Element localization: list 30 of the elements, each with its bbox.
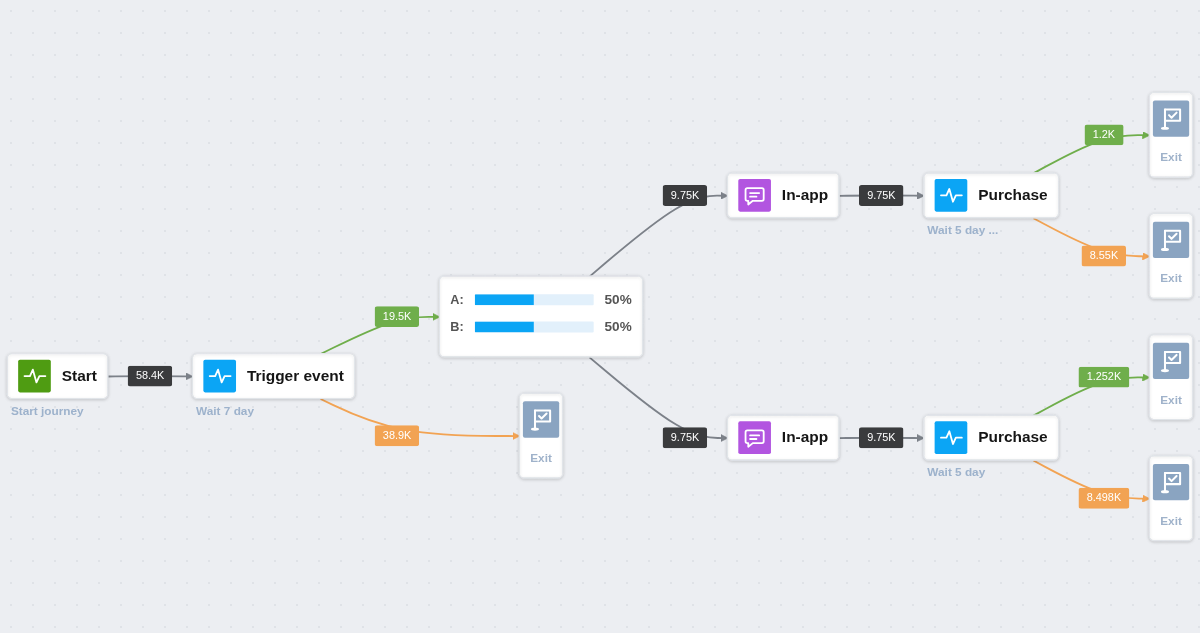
exit-label: Exit: [1160, 149, 1182, 167]
step-title: Trigger event: [246, 366, 344, 387]
count-label: 1.252K: [1078, 366, 1130, 388]
count-label: 1.2K: [1084, 124, 1124, 146]
count-label: 9.75K: [859, 427, 904, 448]
exit-label: Exit: [1160, 512, 1182, 530]
count-label: 8.55K: [1081, 245, 1127, 267]
node-caption: Start journey: [10, 403, 84, 417]
count-label: 9.75K: [662, 427, 708, 448]
exit-label: Exit: [530, 450, 552, 467]
percent-value: 50%: [604, 318, 632, 336]
exit-label: Exit: [1160, 391, 1182, 409]
step-title: In-app: [781, 427, 829, 449]
count-label: 38.9K: [374, 425, 420, 446]
step-title: Purchase: [978, 185, 1048, 206]
branch-label: A:: [450, 292, 464, 308]
count-label: 9.75K: [859, 185, 904, 206]
node-caption: Wait 7 day: [196, 403, 254, 417]
count-label: 58.4K: [127, 365, 173, 387]
count-label: 9.75K: [662, 185, 708, 206]
step-title: Purchase: [978, 427, 1048, 449]
exit-label: Exit: [1160, 270, 1182, 288]
step-title: In-app: [781, 185, 829, 206]
node-caption: Wait 5 day: [927, 465, 986, 479]
node-caption: Wait 5 day ...: [927, 223, 999, 237]
branch-label: B:: [450, 319, 464, 335]
step-title: Start: [61, 366, 97, 387]
percent-value: 50%: [604, 291, 632, 308]
count-label: 8.498K: [1078, 487, 1130, 509]
count-label: 19.5K: [374, 306, 420, 327]
